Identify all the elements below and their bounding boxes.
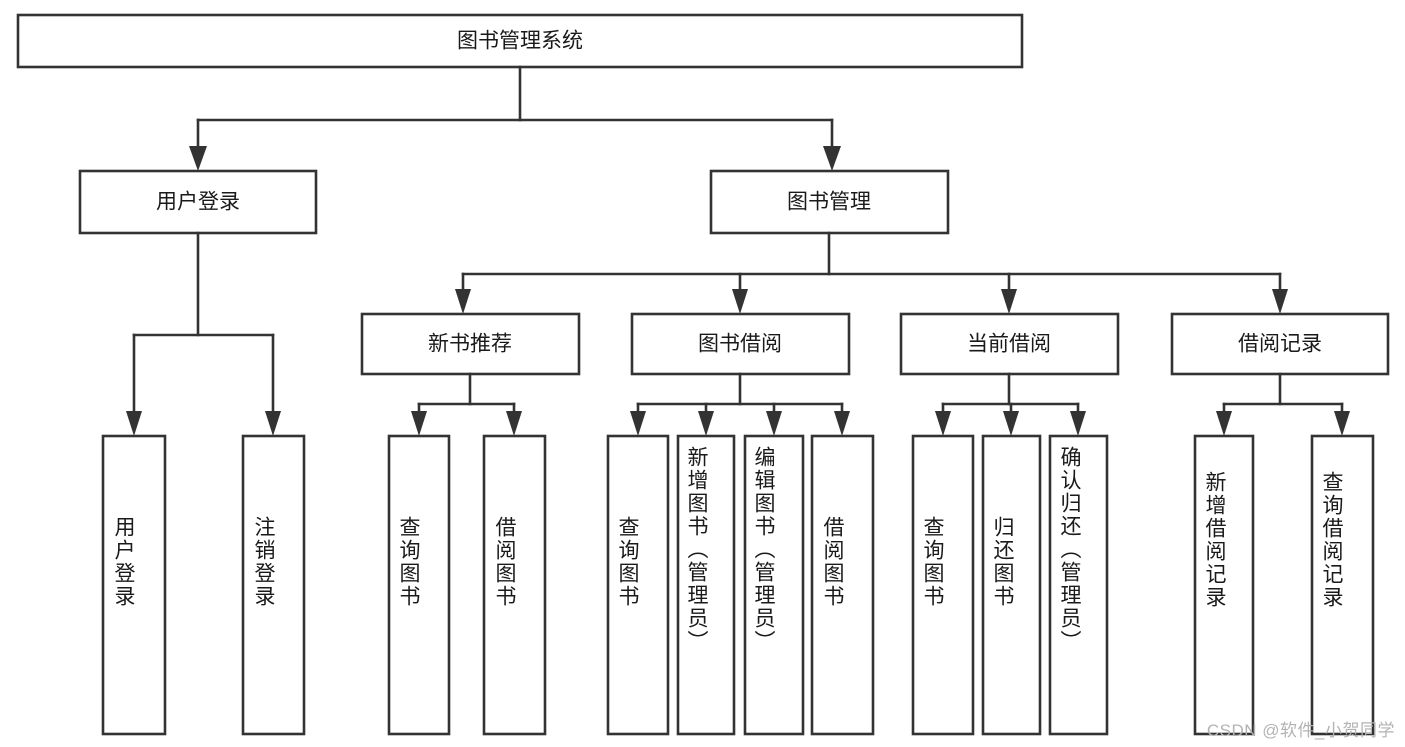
arrow-head-icon bbox=[1070, 411, 1086, 436]
node-book-management-label: 图书管理 bbox=[787, 191, 871, 214]
node-borrow-record-box[interactable] bbox=[1170, 312, 1390, 376]
node-book-borrow-label: 图书借阅 bbox=[698, 333, 782, 356]
arrow-head-icon bbox=[823, 146, 841, 171]
arrow-head-icon bbox=[455, 289, 471, 314]
arrow-head-icon bbox=[265, 411, 281, 436]
node-user-login-label: 用户登录 bbox=[156, 191, 240, 214]
arrow-head-icon bbox=[732, 289, 748, 314]
arrow-head-icon bbox=[698, 411, 714, 436]
leaf-box-borrow-book-newbook[interactable] bbox=[482, 434, 547, 736]
node-current-borrow[interactable]: 当前借阅 bbox=[899, 312, 1120, 376]
arrow-head-icon bbox=[630, 411, 646, 436]
leaf-box-edit-book-admin[interactable] bbox=[743, 434, 805, 736]
arrow-head-icon bbox=[1001, 289, 1017, 314]
leaf-boxes-group bbox=[101, 434, 1375, 736]
connector-currentborrow-to-leaves bbox=[935, 372, 1086, 436]
leaf-box-query-book-newbook[interactable] bbox=[387, 434, 451, 736]
arrow-head-icon bbox=[766, 411, 782, 436]
leaf-box-user-login[interactable] bbox=[101, 434, 167, 736]
leaf-box-return-book[interactable] bbox=[981, 434, 1042, 736]
node-new-book-recommend-box[interactable] bbox=[360, 312, 581, 376]
connector-root-to-level1 bbox=[189, 65, 841, 171]
connector-bookborrow-to-leaves bbox=[630, 372, 850, 436]
node-book-management[interactable]: 图书管理 bbox=[709, 169, 950, 235]
node-root[interactable]: 图书管理系统 bbox=[16, 13, 1024, 69]
node-borrow-record-label: 借阅记录 bbox=[1238, 333, 1322, 356]
node-user-login[interactable]: 用户登录 bbox=[78, 169, 318, 235]
node-book-borrow-box[interactable] bbox=[630, 312, 851, 376]
leaf-box-query-book-borrow[interactable] bbox=[606, 434, 670, 736]
arrow-head-icon bbox=[1272, 289, 1288, 314]
arrow-head-icon bbox=[834, 411, 850, 436]
arrow-head-icon bbox=[1003, 411, 1019, 436]
arrow-head-icon bbox=[506, 411, 522, 436]
leaf-box-borrow-book[interactable] bbox=[810, 434, 875, 736]
connector-bookmgmt-to-level2 bbox=[455, 231, 1288, 314]
arrow-head-icon bbox=[1334, 411, 1350, 436]
arrow-head-icon bbox=[126, 411, 142, 436]
connector-newbook-to-leaves bbox=[411, 372, 522, 436]
node-current-borrow-label: 当前借阅 bbox=[967, 333, 1051, 356]
leaf-box-query-book-current[interactable] bbox=[911, 434, 975, 736]
node-new-book-recommend[interactable]: 新书推荐 bbox=[360, 312, 581, 376]
connector-user-login-to-leaves bbox=[126, 231, 281, 436]
arrow-head-icon bbox=[189, 146, 207, 171]
leaf-box-add-book-admin[interactable] bbox=[676, 434, 736, 736]
node-current-borrow-box[interactable] bbox=[899, 312, 1120, 376]
leaf-box-add-borrow-record[interactable] bbox=[1193, 434, 1255, 736]
leaf-box-confirm-return-admin[interactable] bbox=[1048, 434, 1109, 736]
arrow-head-icon bbox=[1216, 411, 1232, 436]
arrow-head-icon bbox=[935, 411, 951, 436]
node-root-box[interactable] bbox=[16, 13, 1024, 69]
leaf-box-query-borrow-record[interactable] bbox=[1310, 434, 1375, 736]
leaf-box-logout[interactable] bbox=[241, 434, 306, 736]
connector-borrowrecord-to-leaves bbox=[1216, 372, 1350, 436]
node-new-book-recommend-label: 新书推荐 bbox=[428, 333, 512, 356]
node-root-label: 图书管理系统 bbox=[457, 30, 583, 53]
node-borrow-record[interactable]: 借阅记录 bbox=[1170, 312, 1390, 376]
arrow-head-icon bbox=[411, 411, 427, 436]
node-book-management-box[interactable] bbox=[709, 169, 950, 235]
node-book-borrow[interactable]: 图书借阅 bbox=[630, 312, 851, 376]
csdn-watermark: CSDN @软件_小贺同学 bbox=[1206, 721, 1395, 740]
